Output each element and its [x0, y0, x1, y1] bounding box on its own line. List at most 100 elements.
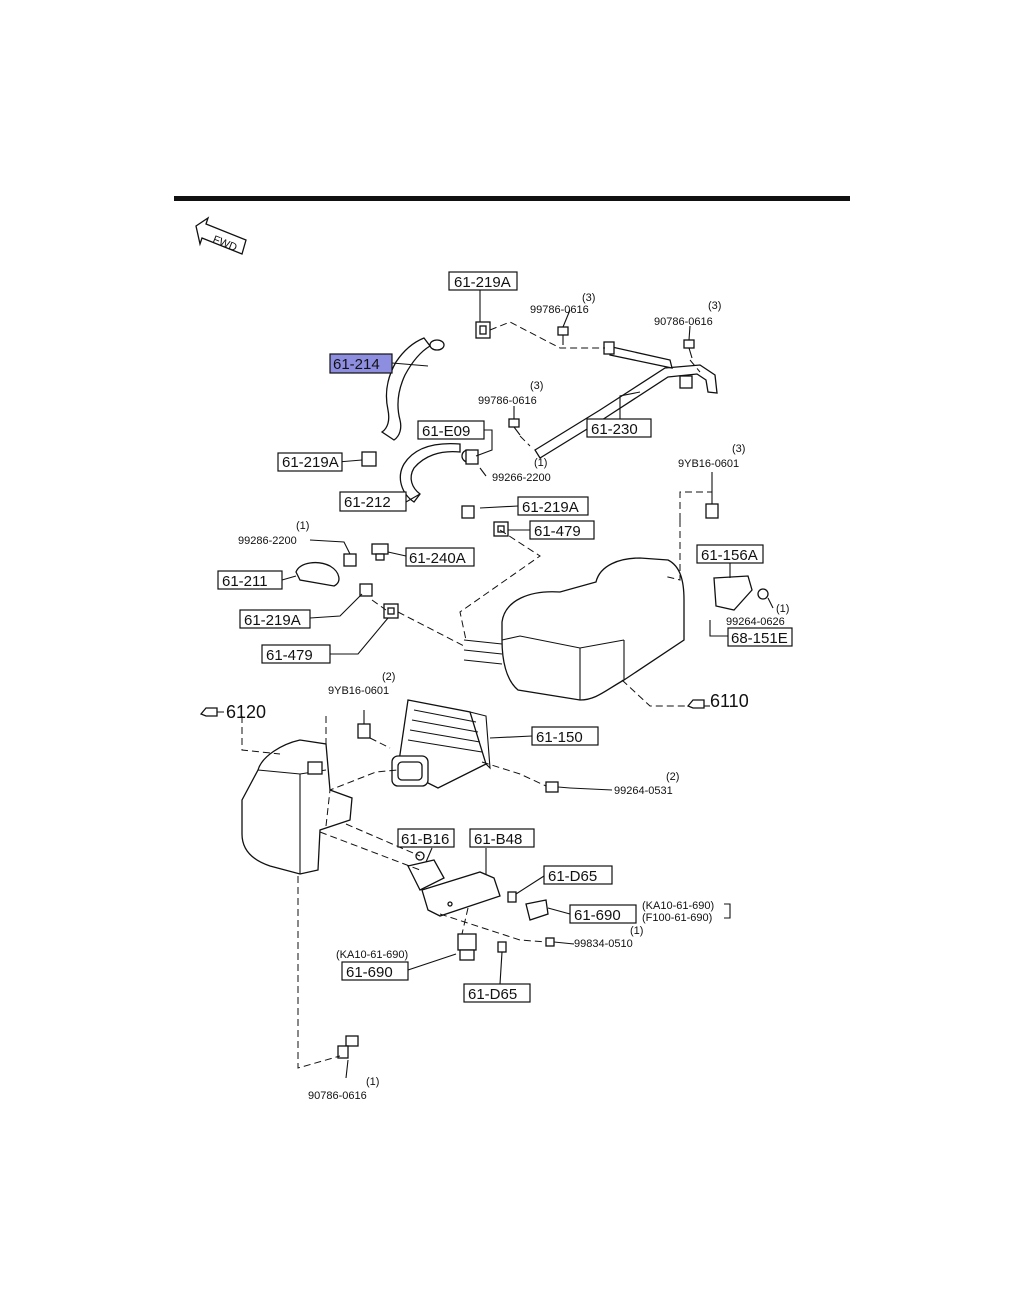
header-rule — [174, 196, 850, 201]
svg-text:68-151E: 68-151E — [731, 630, 788, 647]
label-61-212[interactable]: 61-212 — [339, 491, 407, 512]
ref-arrow-icon — [199, 707, 218, 717]
bolt-99786-0616-b: 99786-0616 — [478, 395, 537, 407]
svg-text:61-240A: 61-240A — [409, 550, 466, 567]
qty-b11: (1) — [366, 1076, 379, 1088]
svg-text:61-219A: 61-219A — [282, 454, 339, 471]
svg-text:61-219A: 61-219A — [522, 499, 579, 516]
screw-61-d65-right-icon[interactable] — [507, 891, 517, 903]
label-61-219a-top[interactable]: 61-219A — [448, 271, 518, 291]
note-ka10-61-690-b: (KA10-61-690) — [336, 949, 408, 961]
svg-text:61-479: 61-479 — [266, 647, 313, 664]
fwd-arrow-icon: FWD — [195, 216, 247, 255]
pipe-61-230-icon[interactable] — [534, 341, 718, 459]
clamp-61-219a-mid-icon[interactable] — [461, 505, 475, 519]
svg-text:61-B16: 61-B16 — [401, 831, 449, 848]
label-61-d65-right[interactable]: 61-D65 — [543, 865, 613, 885]
ref-6120[interactable]: 6120 — [199, 702, 266, 722]
svg-text:61-214: 61-214 — [333, 356, 380, 373]
label-61-240a[interactable]: 61-240A — [405, 547, 475, 567]
svg-text:61-690: 61-690 — [346, 964, 393, 981]
duct-6110-icon — [463, 557, 685, 701]
svg-text:6120: 6120 — [226, 702, 266, 722]
qty-b1: (3) — [582, 292, 595, 304]
label-61-e09[interactable]: 61-E09 — [417, 420, 485, 440]
clip-99264-0531-icon[interactable] — [545, 781, 571, 793]
screw-61-d65-low-icon[interactable] — [497, 941, 507, 953]
relay-61-690-left-icon[interactable] — [457, 933, 477, 961]
bolt-99786-mid-icon[interactable] — [508, 418, 521, 436]
qty-b7: (1) — [776, 603, 789, 615]
label-61-219a-low[interactable]: 61-219A — [239, 609, 311, 629]
qty-b4: (1) — [534, 457, 547, 469]
label-61-690-right[interactable]: 61-690 — [569, 904, 637, 924]
label-61-b16[interactable]: 61-B16 — [397, 828, 455, 848]
label-61-230[interactable]: 61-230 — [586, 418, 652, 438]
bolt-99286-2200: 99286-2200 — [238, 535, 297, 547]
label-61-b48[interactable]: 61-B48 — [469, 828, 535, 848]
svg-text:61-D65: 61-D65 — [468, 986, 517, 1003]
hose-61-212-icon[interactable] — [399, 442, 475, 503]
label-61-690-left[interactable]: 61-690 — [341, 961, 409, 981]
svg-text:6110: 6110 — [710, 691, 749, 711]
svg-text:61-156A: 61-156A — [701, 547, 758, 564]
bolt-9yb16-0601-a: 9YB16-0601 — [678, 458, 739, 470]
connector-61-240a-icon[interactable] — [371, 543, 389, 561]
gasket-61-479-mid-icon[interactable] — [493, 521, 509, 537]
label-61-219a-mid[interactable]: 61-219A — [517, 496, 589, 516]
ref-arrow-icon — [686, 699, 705, 709]
svg-text:61-B48: 61-B48 — [474, 831, 522, 848]
bolt-99264-0626: 99264-0626 — [726, 616, 785, 628]
clamp-99286-icon[interactable] — [343, 553, 357, 567]
qty-b2: (3) — [708, 300, 721, 312]
svg-text:61-E09: 61-E09 — [422, 423, 470, 440]
label-61-150[interactable]: 61-150 — [531, 726, 599, 746]
svg-text:61-690: 61-690 — [574, 907, 621, 924]
label-61-214-highlighted[interactable]: 61-214 — [329, 353, 393, 374]
filter-61-150-icon[interactable] — [391, 699, 491, 789]
clamp-61-219a-top-icon[interactable] — [475, 321, 491, 339]
label-61-d65-low[interactable]: 61-D65 — [463, 983, 531, 1003]
bolt-90786-top-icon[interactable] — [683, 339, 695, 359]
hose-61-211-icon[interactable] — [295, 561, 340, 587]
note-ka10-61-690-a: (KA10-61-690) — [642, 900, 714, 912]
bolt-99266-2200: 99266-2200 — [492, 472, 551, 484]
label-61-156a[interactable]: 61-156A — [696, 544, 764, 564]
gasket-61-479-low-icon[interactable] — [383, 603, 399, 619]
bolt-99264-0531: 99264-0531 — [614, 785, 673, 797]
bracket-61-b48-icon[interactable] — [421, 871, 501, 917]
ref-6110[interactable]: 6110 — [686, 691, 749, 711]
qty-b9: (2) — [666, 771, 679, 783]
svg-text:61-230: 61-230 — [591, 421, 638, 438]
svg-text:61-150: 61-150 — [536, 729, 583, 746]
qty-b6: (1) — [296, 520, 309, 532]
label-61-211[interactable]: 61-211 — [217, 570, 283, 590]
label-61-219a-left[interactable]: 61-219A — [277, 452, 343, 472]
bracket-61-156a-icon[interactable] — [713, 575, 769, 611]
label-61-479-low[interactable]: 61-479 — [261, 644, 331, 664]
qty-b5: (3) — [732, 443, 745, 455]
bolt-90786-0616-a: 90786-0616 — [654, 316, 713, 328]
bolt-9yb16-0601-b: 9YB16-0601 — [328, 685, 389, 697]
clamp-61-e09-icon[interactable] — [465, 449, 479, 465]
hose-61-214-icon[interactable] — [380, 337, 445, 441]
clamp-61-219a-left-icon[interactable] — [361, 451, 377, 467]
bolt-99786-top-icon[interactable] — [557, 326, 569, 345]
label-61-479-mid[interactable]: 61-479 — [529, 520, 595, 540]
screw-99834-icon[interactable] — [545, 937, 555, 947]
svg-text:61-D65: 61-D65 — [548, 868, 597, 885]
qty-b3: (3) — [530, 380, 543, 392]
svg-text:61-212: 61-212 — [344, 494, 391, 511]
note-f100-61-690: (F100-61-690) — [642, 912, 712, 924]
qty-b8: (2) — [382, 671, 395, 683]
bolt-9yb16-top-icon[interactable] — [705, 503, 719, 519]
relay-61-b16-icon[interactable] — [407, 851, 445, 891]
bolt-90786-low-icon[interactable] — [337, 1035, 359, 1059]
label-68-151e[interactable]: 68-151E — [727, 627, 793, 647]
bolt-9yb16-left-icon[interactable] — [357, 723, 371, 739]
svg-text:61-479: 61-479 — [534, 523, 581, 540]
bolt-99834-0510: 99834-0510 — [574, 938, 633, 950]
relay-61-690-right-icon[interactable] — [525, 899, 549, 921]
clamp-61-219a-low-icon[interactable] — [359, 583, 373, 597]
